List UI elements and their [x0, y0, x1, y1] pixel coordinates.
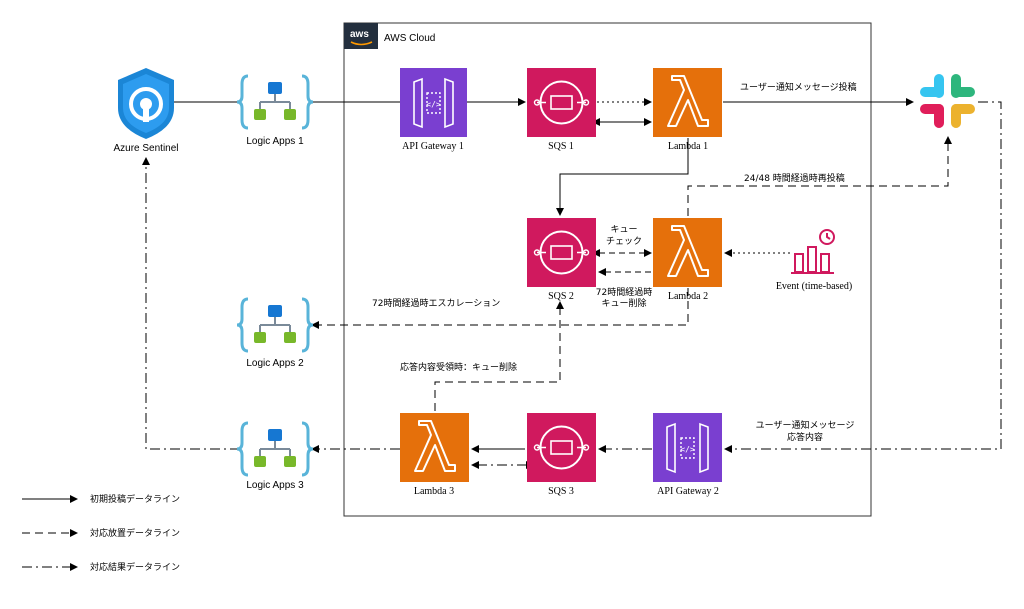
queue-check-label-1: キュー — [610, 225, 637, 235]
logic-apps-icon — [236, 297, 314, 353]
azure-sentinel-label: Azure Sentinel — [113, 143, 178, 154]
user-response-label-1: ユーザー通知メッセージ — [756, 419, 855, 431]
lambda-3-node: Lambda 3 — [400, 413, 469, 497]
sqs-2-label: SQS 2 — [548, 291, 574, 302]
legend-dashed-label: 対応放置データライン — [90, 527, 180, 539]
sqs-3-label: SQS 3 — [548, 486, 574, 497]
lambda-1-label: Lambda 1 — [668, 141, 708, 152]
legend-solid-label: 初期投稿データライン — [90, 493, 180, 505]
logic-apps-icon — [236, 74, 314, 130]
legend: 初期投稿データライン 対応放置データライン 対応結果データライン — [22, 493, 180, 573]
api-gateway-2-node: </> API Gateway 2 — [653, 413, 722, 497]
event-label: Event (time-based) — [776, 281, 852, 292]
legend-dashdot-label: 対応結果データライン — [90, 561, 180, 573]
aws-cloud-group: aws AWS Cloud — [343, 22, 872, 517]
lambda-2-label: Lambda 2 — [668, 291, 708, 302]
logic-apps-3-node: Logic Apps 3 — [236, 421, 314, 491]
azure-sentinel-node: Azure Sentinel — [113, 68, 179, 154]
svg-text:</>: </> — [680, 445, 695, 454]
api-gateway-icon — [400, 68, 467, 137]
sqs-2-node: SQS 2 — [527, 218, 596, 302]
lambda-3-label: Lambda 3 — [414, 486, 454, 497]
aws-cloud-label: AWS Cloud — [384, 33, 435, 44]
logic-apps-3-label: Logic Apps 3 — [246, 480, 304, 491]
delete72-label-2: キュー削除 — [601, 297, 646, 309]
api-gateway-1-node: </> API Gateway 1 — [400, 68, 467, 152]
user-response-label-2: 応答内容 — [787, 431, 823, 443]
logic-apps-1-node: Logic Apps 1 — [236, 74, 314, 147]
event-time-icon — [791, 229, 835, 274]
edge-labels: ユーザー通知メッセージ投稿 24/48 時間経過時再投稿 キュー チェック 72… — [372, 81, 857, 443]
queue-check-label-2: チェック — [606, 236, 642, 247]
edges — [142, 98, 1002, 469]
logic-apps-2-node: Logic Apps 2 — [236, 297, 314, 369]
event-node: Event (time-based) — [776, 229, 852, 292]
sqs-3-node: SQS 3 — [527, 413, 596, 497]
delete72-label-1: 72時間経過時 — [596, 286, 652, 298]
slack-icon — [920, 74, 975, 128]
logic-apps-1-label: Logic Apps 1 — [246, 136, 304, 147]
aws-logo-text: aws — [350, 29, 369, 40]
api-gateway-2-label: API Gateway 2 — [657, 486, 719, 497]
logic-apps-icon — [236, 421, 314, 477]
svg-text:</>: </> — [426, 100, 441, 109]
sqs-1-node: SQS 1 — [527, 68, 596, 152]
repost-label: 24/48 時間経過時再投稿 — [744, 172, 845, 184]
escalation-label: 72時間経過時エスカレーション — [372, 297, 500, 309]
response-delete-label: 応答内容受領時：キュー削除 — [400, 361, 517, 373]
lambda-2-node: Lambda 2 — [653, 218, 722, 302]
lambda-1-node: Lambda 1 — [653, 68, 722, 152]
sqs-1-label: SQS 1 — [548, 141, 574, 152]
user-notify-label: ユーザー通知メッセージ投稿 — [740, 81, 857, 93]
api-gateway-1-label: API Gateway 1 — [402, 141, 464, 152]
api-gateway-icon — [653, 413, 722, 482]
logic-apps-2-label: Logic Apps 2 — [246, 358, 304, 369]
